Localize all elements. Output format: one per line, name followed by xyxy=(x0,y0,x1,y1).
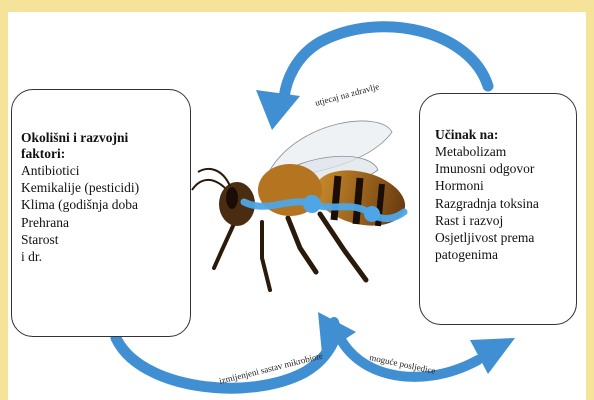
list-item: Antibiotici xyxy=(21,162,182,179)
list-item: i dr. xyxy=(21,248,182,265)
top-curved-arrow xyxy=(284,27,488,98)
factor-list: Antibiotici Kemikalije (pesticidi) Klima… xyxy=(21,162,182,265)
list-item: Rast i razvoj xyxy=(435,212,570,229)
list-item: Hormoni xyxy=(435,177,570,194)
left-box-title-line1: Okolišni i razvojni xyxy=(21,130,182,146)
environmental-factors-box: Okolišni i razvojni faktori: Antibiotici… xyxy=(11,89,191,337)
list-item: Kemikalije (pesticidi) xyxy=(21,179,182,196)
left-box-title-line2: faktori: xyxy=(21,146,182,162)
bee-illustration xyxy=(192,121,411,290)
list-item: patogenima xyxy=(435,246,570,263)
top-arrowhead xyxy=(256,90,300,130)
top-arrow-label: utjecaj na zdravlje xyxy=(314,81,380,108)
list-item: Osjetljivost prema xyxy=(435,229,570,246)
list-item: Razgradnja toksina xyxy=(435,195,570,212)
effects-list: Metabolizam Imunosni odgovor Hormoni Raz… xyxy=(435,143,570,263)
list-item: Imunosni odgovor xyxy=(435,160,570,177)
list-item: Klima (godišnja doba xyxy=(21,196,182,213)
effects-box: Učinak na: Metabolizam Imunosni odgovor … xyxy=(419,93,577,325)
list-item: Prehrana xyxy=(21,214,182,231)
right-box-title: Učinak na: xyxy=(435,127,570,143)
list-item: Metabolizam xyxy=(435,143,570,160)
list-item: Starost xyxy=(21,231,182,248)
